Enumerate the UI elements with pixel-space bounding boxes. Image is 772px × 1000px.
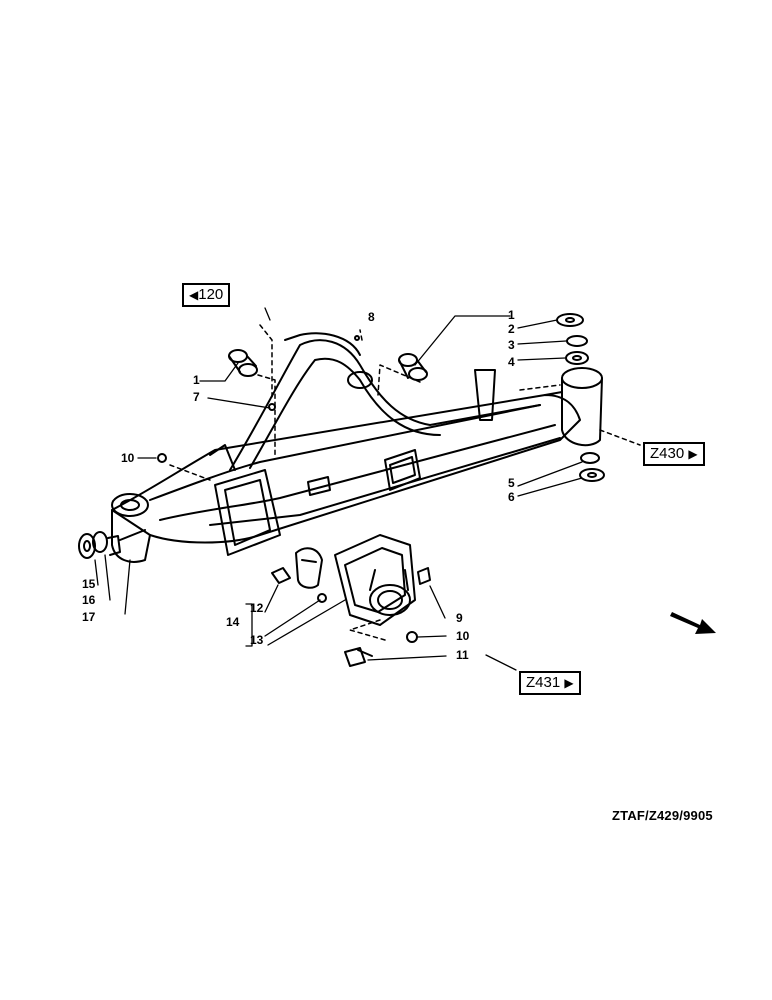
arrow-down-right-icon — [670, 612, 716, 634]
callout-8: 8 — [368, 310, 375, 324]
ref-label-z431: Z431 — [526, 674, 561, 691]
callout-11: 11 — [456, 648, 469, 662]
callout-16: 16 — [82, 593, 96, 607]
callout-15: 15 — [82, 577, 96, 591]
callout-14: 14 — [226, 615, 240, 629]
callout-5: 5 — [508, 476, 515, 490]
washer-stack-bottom — [579, 452, 605, 482]
callout-4: 4 — [508, 355, 515, 369]
cap-bracket — [271, 547, 327, 603]
callout-2: 2 — [508, 322, 515, 336]
washer-stack-top — [556, 313, 589, 365]
callout-7: 7 — [193, 390, 200, 404]
callout-13: 13 — [250, 633, 264, 647]
drawing-code: ZTAF/Z429/9905 — [612, 808, 713, 823]
left-seal-set — [78, 531, 121, 559]
bushing-right — [398, 353, 428, 381]
ref-box-z430[interactable]: Z430 ▶ — [643, 442, 705, 466]
left-pivot-housing — [111, 493, 151, 563]
arrow-right-icon: ▶ — [688, 447, 698, 461]
ref-label-120: 120 — [198, 286, 224, 303]
callout-1-left: 1 — [193, 373, 200, 387]
hub-carrier — [334, 534, 431, 626]
callout-6: 6 — [508, 490, 515, 504]
arrow-left-icon: ◀ — [189, 288, 199, 302]
callout-1-right: 1 — [508, 308, 515, 322]
axle-beam — [111, 394, 581, 544]
axle-arch — [229, 332, 541, 471]
hub-bolt-nut — [344, 631, 418, 667]
callout-3: 3 — [508, 338, 515, 352]
dashed-leaders — [169, 324, 641, 641]
ref-box-z431[interactable]: Z431 ▶ — [519, 671, 581, 695]
leader-lines — [94, 307, 583, 671]
center-flange — [209, 444, 281, 556]
ref-label-z430: Z430 — [650, 445, 685, 462]
callout-17: 17 — [82, 610, 96, 624]
callout-10-left: 10 — [121, 451, 135, 465]
callout-9: 9 — [456, 611, 463, 625]
arrow-right-icon: ▶ — [564, 676, 574, 690]
beam-pad — [307, 449, 421, 496]
bushing-left — [228, 349, 258, 377]
callout-10-right: 10 — [456, 629, 470, 643]
right-kingpin-housing — [544, 367, 603, 447]
callout-12: 12 — [250, 601, 264, 615]
ref-box-120[interactable]: ◀120 — [182, 283, 231, 307]
